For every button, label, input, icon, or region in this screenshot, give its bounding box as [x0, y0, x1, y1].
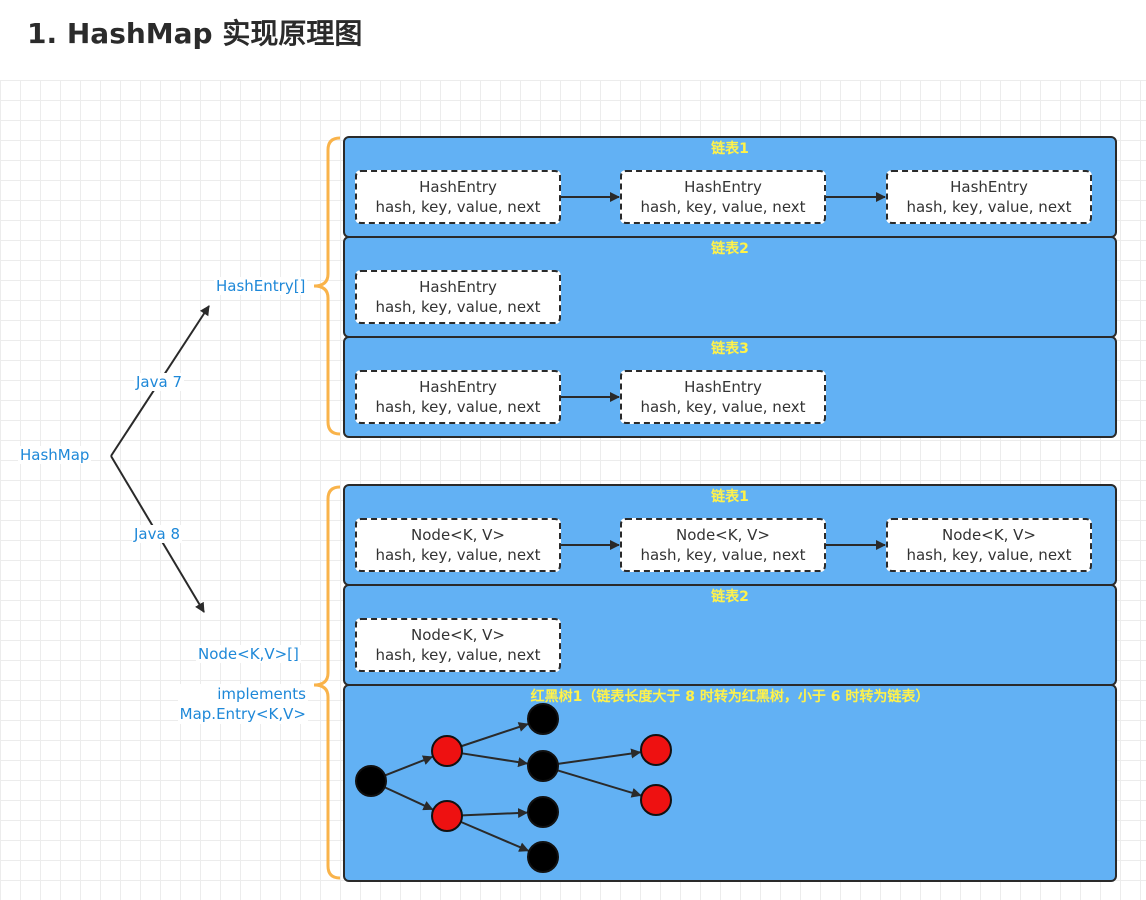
implements-label: implements Map.Entry<K,V>	[177, 684, 308, 724]
hashentry-box: HashEntry hash, key, value, next	[355, 370, 561, 424]
tree-node-red	[640, 734, 672, 766]
tree-node-black	[527, 796, 559, 828]
brace-java7	[313, 136, 341, 436]
panel-title: 链表2	[711, 589, 749, 605]
hashentry-box: HashEntry hash, key, value, next	[886, 170, 1092, 224]
panel-title: 链表2	[711, 241, 749, 257]
entry-type: Node<K, V>	[411, 626, 505, 644]
map-entry-text: Map.Entry<K,V>	[179, 705, 306, 723]
tree-nodes	[355, 703, 672, 873]
java8-red-black-tree: 红黑树1（链表长度大于 8 时转为红黑树，小于 6 时转为链表）	[343, 684, 1117, 882]
entry-type: HashEntry	[419, 278, 497, 296]
entry-fields: hash, key, value, next	[375, 198, 541, 216]
node-box: Node<K, V> hash, key, value, next	[620, 518, 826, 572]
implements-text: implements	[217, 685, 306, 703]
hashentry-box: HashEntry hash, key, value, next	[355, 270, 561, 324]
entry-type: HashEntry	[419, 178, 497, 196]
entry-type: Node<K, V>	[942, 526, 1036, 544]
hashentry-box: HashEntry hash, key, value, next	[355, 170, 561, 224]
hashentry-array-label: HashEntry[]	[214, 277, 308, 295]
entry-type: HashEntry	[684, 178, 762, 196]
entry-fields: hash, key, value, next	[906, 546, 1072, 564]
page-title: 1. HashMap 实现原理图	[27, 17, 363, 50]
tree-edge	[460, 722, 529, 748]
title-band	[0, 0, 1146, 80]
hashentry-box: HashEntry hash, key, value, next	[620, 170, 826, 224]
entry-fields: hash, key, value, next	[375, 646, 541, 664]
tree-edges	[384, 722, 642, 852]
entry-type: HashEntry	[684, 378, 762, 396]
entry-fields: hash, key, value, next	[640, 198, 806, 216]
entry-fields: hash, key, value, next	[375, 398, 541, 416]
java8-edge-label: Java 8	[132, 525, 182, 543]
node-box: Node<K, V> hash, key, value, next	[355, 518, 561, 572]
entry-fields: hash, key, value, next	[906, 198, 1072, 216]
entry-type: Node<K, V>	[411, 526, 505, 544]
panel-title: 链表1	[711, 141, 749, 157]
tree-node-black	[527, 841, 559, 873]
tree-edge	[461, 808, 529, 819]
entry-fields: hash, key, value, next	[375, 546, 541, 564]
entry-type: HashEntry	[950, 178, 1028, 196]
tree-edge	[557, 748, 642, 765]
hashmap-label: HashMap	[18, 446, 92, 464]
panel-title: 链表3	[711, 341, 749, 357]
brace-java8	[313, 485, 341, 880]
tree-node-red	[431, 735, 463, 767]
tree-edge	[461, 752, 529, 768]
tree-edge	[384, 786, 434, 811]
tree-edge	[460, 820, 530, 852]
tree-node-red	[431, 800, 463, 832]
tree-node-black	[527, 703, 559, 735]
panel-title: 红黑树1（链表长度大于 8 时转为红黑树，小于 6 时转为链表）	[530, 689, 930, 705]
entry-fields: hash, key, value, next	[640, 546, 806, 564]
node-array-label: Node<K,V>[]	[196, 645, 301, 663]
panel-title: 链表1	[711, 489, 749, 505]
entry-type: HashEntry	[419, 378, 497, 396]
node-box: Node<K, V> hash, key, value, next	[886, 518, 1092, 572]
entry-fields: hash, key, value, next	[375, 298, 541, 316]
java7-edge-label: Java 7	[134, 373, 184, 391]
entry-type: Node<K, V>	[676, 526, 770, 544]
tree-node-black	[527, 750, 559, 782]
hashentry-box: HashEntry hash, key, value, next	[620, 370, 826, 424]
node-box: Node<K, V> hash, key, value, next	[355, 618, 561, 672]
tree-node-red	[640, 784, 672, 816]
tree-edge	[557, 769, 642, 798]
tree-node-black	[355, 765, 387, 797]
entry-fields: hash, key, value, next	[640, 398, 806, 416]
tree-edge	[384, 755, 434, 777]
